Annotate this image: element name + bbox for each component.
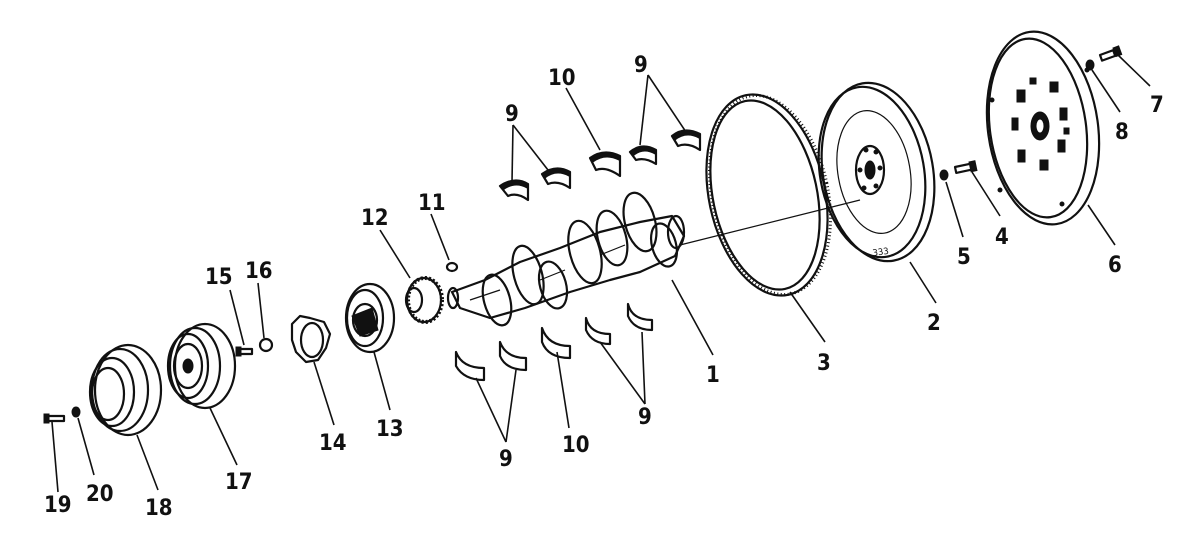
pulley-part-17: [166, 322, 237, 410]
washer-part-16: [258, 337, 274, 353]
callout-labels: 1 2 3 4 5 6 7 8 9 9 9 9 10 10 11 12 13 1…: [44, 53, 1164, 521]
callout-12: 12: [361, 206, 389, 231]
callout-20: 20: [86, 482, 114, 507]
callout-18: 18: [145, 496, 173, 521]
callout-5: 5: [957, 245, 971, 270]
callout-8: 8: [1115, 120, 1129, 145]
callout-9-bottom-right: 9: [638, 405, 652, 430]
callout-17: 17: [225, 470, 253, 495]
callout-4: 4: [995, 225, 1009, 250]
callout-10-bottom: 10: [562, 433, 590, 458]
damper-part-13: [344, 282, 396, 354]
callout-1: 1: [706, 363, 720, 388]
flexplate-part-6: [985, 30, 1101, 226]
washer-part-5: [939, 169, 949, 181]
callout-14: 14: [319, 431, 347, 456]
callout-11: 11: [418, 191, 446, 216]
hub-part-14: [290, 314, 332, 364]
callout-10-top: 10: [548, 66, 576, 91]
bearing-shells-lower: [454, 302, 654, 382]
callout-7: 7: [1150, 93, 1164, 118]
leader-lines: [51, 54, 1151, 493]
callout-15: 15: [205, 265, 233, 290]
washer-part-20: [71, 406, 81, 418]
flywheel-bolt-part-4: [953, 160, 978, 174]
pulley-part-18: [88, 343, 163, 437]
crankshaft-part-1: [446, 191, 686, 327]
axis-centerline: [679, 199, 861, 246]
callout-9-bottom-left: 9: [499, 447, 513, 472]
flywheel-part-2: 333: [817, 81, 936, 263]
callout-13: 13: [376, 417, 404, 442]
sprocket-part-12: [404, 276, 444, 324]
washer-part-8: [1085, 59, 1095, 71]
bolt-part-19: [43, 413, 66, 424]
flexplate-bolt-part-7: [1098, 45, 1123, 62]
callout-16: 16: [245, 259, 273, 284]
flywheel-stamp: 333: [872, 247, 889, 259]
bearing-shells-upper: [498, 129, 702, 202]
callout-2: 2: [927, 311, 941, 336]
callout-9-top-right: 9: [634, 53, 648, 78]
callout-6: 6: [1108, 253, 1122, 278]
key-part-11: [445, 261, 459, 273]
bolt-part-15: [235, 346, 254, 357]
callout-19: 19: [44, 493, 72, 518]
callout-3: 3: [817, 351, 831, 376]
callout-9-top-left: 9: [505, 102, 519, 127]
